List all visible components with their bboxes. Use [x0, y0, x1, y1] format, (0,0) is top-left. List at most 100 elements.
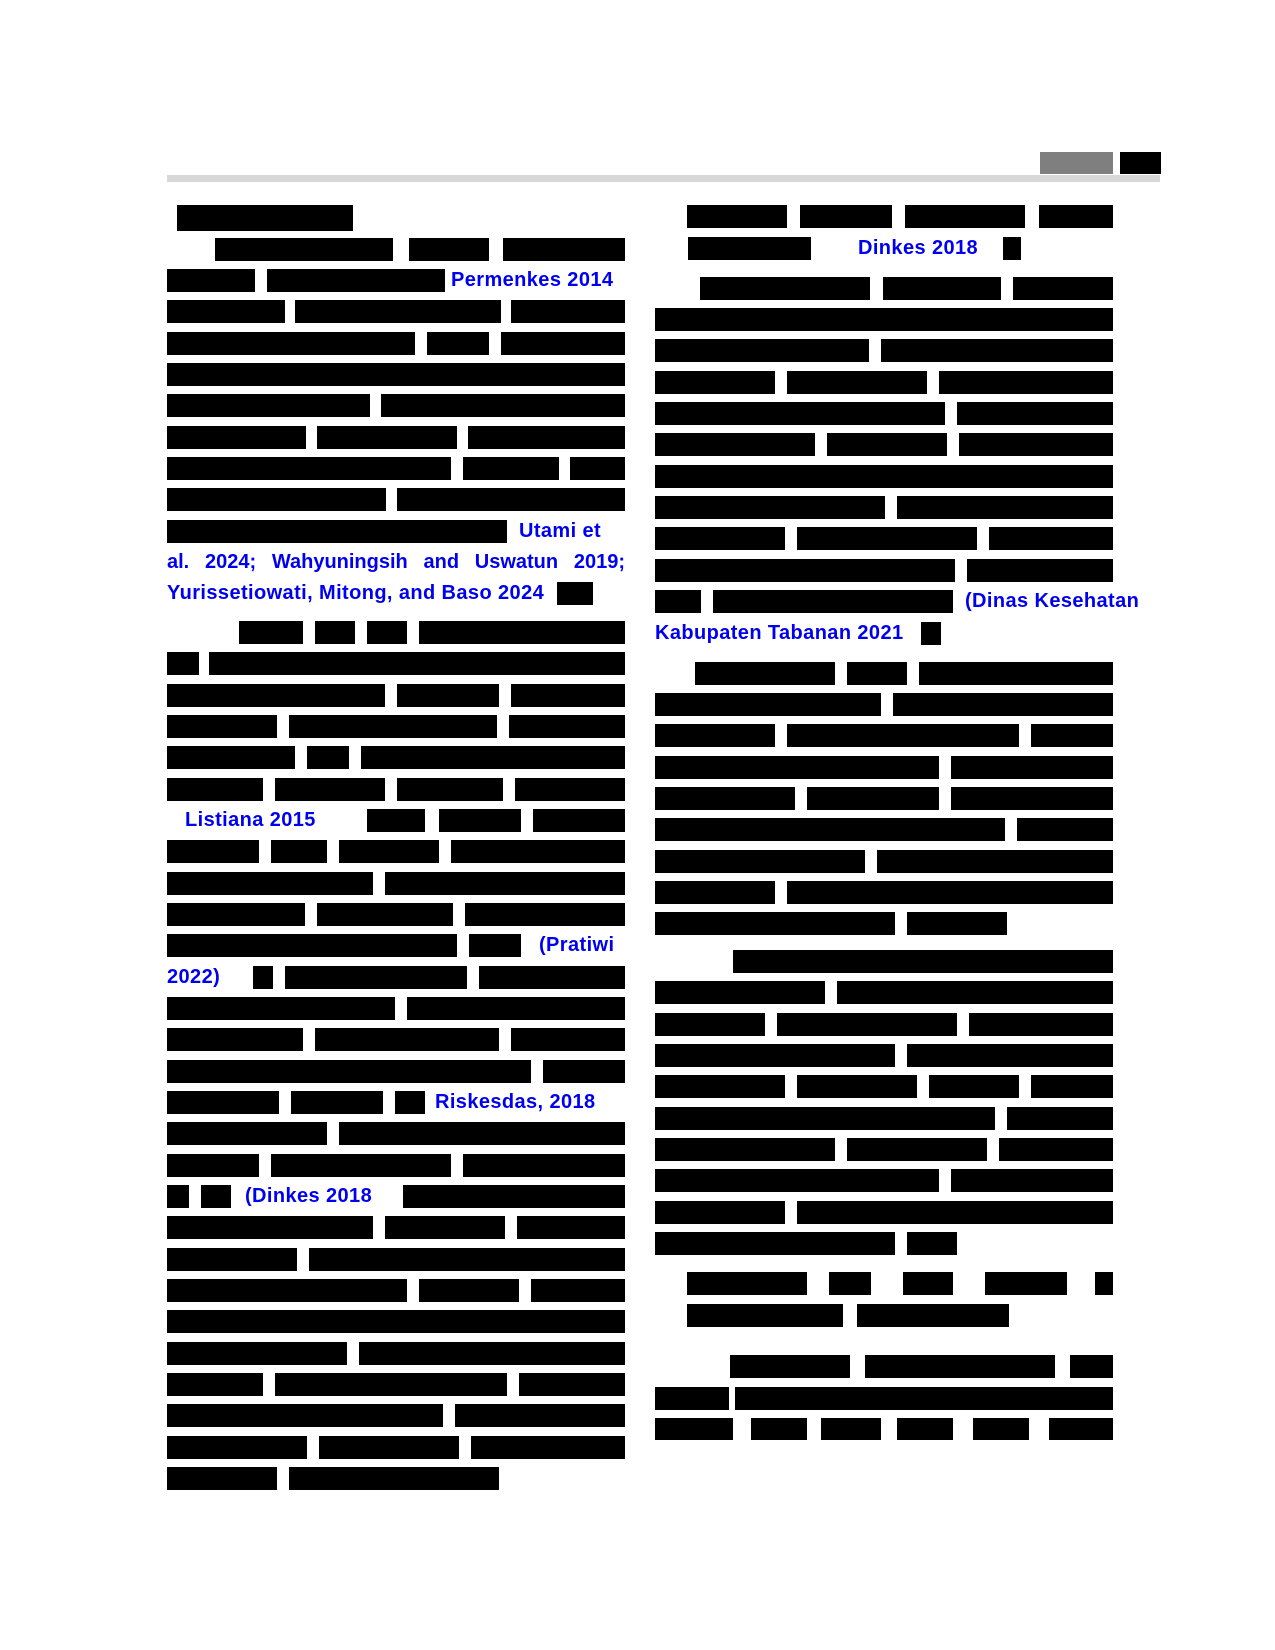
redacted-text-block [865, 1355, 1055, 1378]
redacted-text-block [989, 527, 1113, 550]
redacted-text-block [271, 840, 327, 863]
redacted-text-block [267, 269, 445, 292]
redacted-text-block [167, 1467, 277, 1490]
redacted-text-block [857, 1304, 1009, 1327]
redacted-text-block [291, 1091, 383, 1114]
redacted-text-block [655, 527, 785, 550]
redacted-text-block [687, 205, 787, 228]
redacted-text-block [167, 269, 255, 292]
redacted-text-block [919, 662, 1113, 685]
redacted-text-block [797, 527, 977, 550]
redacted-text-block [167, 1342, 347, 1365]
redacted-text-block [167, 363, 625, 386]
redacted-text-block [511, 300, 625, 323]
redacted-text-block [655, 1232, 895, 1255]
redacted-text-block [655, 693, 881, 716]
redacted-text-block [167, 1028, 303, 1051]
citation-link[interactable]: Utami et [519, 520, 602, 542]
redacted-text-block [688, 237, 811, 260]
redacted-text-block [167, 1248, 297, 1271]
redacted-text-block [655, 1107, 995, 1130]
redacted-text-block [655, 590, 701, 613]
redacted-text-block [167, 1404, 443, 1427]
redacted-text-block [167, 457, 451, 480]
redacted-text-block [167, 1216, 373, 1239]
redacted-text-block [655, 981, 825, 1004]
redacted-text-block [451, 840, 625, 863]
citation-link[interactable]: Dinkes 2018 [858, 237, 979, 259]
redacted-text-block [973, 1418, 1029, 1440]
redacted-text-block [655, 1169, 939, 1192]
redacted-text-block [201, 1185, 231, 1208]
redacted-text-block [969, 1013, 1113, 1036]
redacted-text-block [655, 912, 895, 935]
redacted-text-block [167, 934, 457, 957]
citation-link[interactable]: (Dinas Kesehatan [965, 590, 1140, 612]
citation-link[interactable]: Yurissetiowati, Mitong, and Baso 2024 [167, 582, 545, 604]
redacted-text-block [285, 966, 467, 989]
redacted-text-block [1031, 724, 1113, 747]
redacted-text-block [319, 1436, 459, 1459]
redacted-text-block [455, 1404, 625, 1427]
redacted-text-block [315, 1028, 499, 1051]
redacted-text-block [570, 457, 625, 480]
redacted-text-block [655, 787, 795, 810]
citation-link[interactable]: Kabupaten Tabanan 2021 [655, 622, 904, 644]
redacted-text-block [687, 1272, 807, 1295]
redacted-text-block [397, 488, 625, 511]
redacted-text-block [167, 715, 277, 738]
redacted-text-block [921, 622, 941, 645]
redacted-text-block [800, 205, 892, 228]
redacted-text-block [407, 997, 625, 1020]
redacted-text-block [295, 300, 501, 323]
citation-link[interactable]: al. 2024; Wahyuningsih and Uswatun 2019; [167, 551, 625, 573]
redacted-text-block [167, 1310, 625, 1333]
redacted-text-block [655, 724, 775, 747]
redacted-text-block [751, 1418, 807, 1440]
redacted-text-block [215, 238, 393, 261]
redacted-text-block [787, 724, 1019, 747]
redacted-text-block [939, 371, 1113, 394]
redacted-text-block [167, 1060, 531, 1083]
redacted-text-block [655, 1075, 785, 1098]
redacted-text-block [167, 1279, 407, 1302]
redacted-text-block [239, 621, 303, 644]
citation-link[interactable]: Listiana 2015 [185, 809, 316, 831]
citation-link[interactable]: 2022) [167, 966, 221, 988]
redacted-text-block [797, 1075, 917, 1098]
redacted-text-block [883, 277, 1001, 300]
citation-link[interactable]: (Pratiwi [539, 934, 615, 956]
redacted-text-block [519, 1373, 625, 1396]
citation-link[interactable]: Riskesdas, 2018 [435, 1091, 596, 1113]
redacted-text-block [167, 1154, 259, 1177]
redacted-text-block [959, 433, 1113, 456]
redacted-text-block [509, 715, 625, 738]
redacted-text-block [468, 426, 625, 449]
header-rule [167, 175, 1160, 182]
redacted-text-block [655, 496, 885, 519]
redacted-text-block [167, 394, 370, 417]
redacted-text-block [167, 997, 395, 1020]
redacted-text-block [275, 1373, 507, 1396]
redacted-text-block [881, 339, 1113, 362]
redacted-text-block [503, 238, 625, 261]
redacted-text-block [427, 332, 489, 355]
redacted-text-block [167, 872, 373, 895]
redacted-text-block [829, 1272, 871, 1295]
redacted-text-block [1013, 277, 1113, 300]
redacted-text-block [397, 778, 503, 801]
redacted-text-block [339, 840, 439, 863]
redacted-text-block [907, 1232, 957, 1255]
citation-link[interactable]: Permenkes 2014 [451, 269, 614, 291]
redacted-text-block [307, 746, 349, 769]
redacted-text-block [409, 238, 489, 261]
redacted-text-block [957, 402, 1113, 425]
redacted-text-block [403, 1185, 625, 1208]
citation-link[interactable]: (Dinkes 2018 [245, 1185, 373, 1207]
redacted-text-block [419, 1279, 519, 1302]
redacted-text-block [655, 756, 939, 779]
redacted-text-block [655, 433, 815, 456]
redacted-text-block [167, 746, 295, 769]
redacted-text-block [1095, 1272, 1113, 1295]
